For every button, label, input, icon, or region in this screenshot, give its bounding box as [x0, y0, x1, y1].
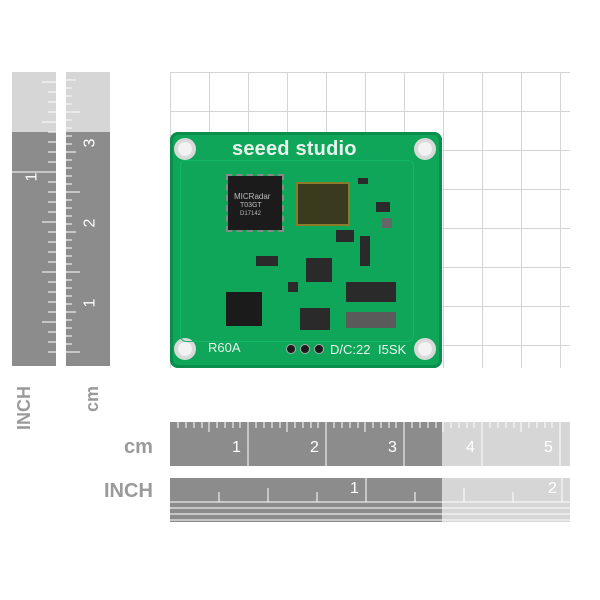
cm-tick-label: 1 [81, 298, 99, 308]
connector-pads [286, 344, 326, 354]
mounting-hole [414, 338, 436, 360]
smd-component [360, 236, 370, 266]
smd-component [288, 282, 298, 292]
radar-module-pcb: seeed studio MICRadar T03GT D17142 R60A … [170, 132, 442, 368]
smd-component [256, 256, 278, 266]
soic-chip [226, 292, 262, 326]
horizontal-cm-ruler: 1 2 3 4 5 [170, 422, 570, 466]
horizontal-inch-label: INCH [104, 480, 153, 502]
smd-component [300, 308, 330, 330]
inch-tick-label: 1 [350, 480, 359, 497]
chip-label-line: T03GT [240, 202, 262, 209]
cm-tick-label: 5 [544, 439, 553, 456]
vertical-inch-label: INCH [14, 386, 34, 430]
inch-tick-label: 2 [548, 480, 557, 497]
horizontal-inch-ruler: 1 2 [170, 478, 570, 522]
inch-tick-label: 1 [23, 172, 41, 182]
cm-tick-label: 4 [466, 439, 475, 456]
brand-logo-text: seeed studio [232, 138, 357, 160]
smd-component [346, 312, 396, 328]
smd-component [382, 218, 392, 228]
mounting-hole [414, 138, 436, 160]
cm-tick-label: 2 [81, 218, 99, 228]
serial-label: I5SK [378, 342, 407, 357]
chip-label-line: MICRadar [234, 192, 271, 201]
chip-label-line: D17142 [240, 211, 262, 217]
pcb-trace-outline [180, 160, 414, 342]
smd-component [358, 178, 368, 184]
vertical-cm-label: cm [82, 385, 102, 412]
model-label: R60A [208, 340, 241, 355]
cm-tick-label: 3 [388, 439, 397, 456]
vertical-cm-ruler: 3 2 1 [66, 72, 110, 366]
cm-tick-label: 2 [310, 439, 319, 456]
date-code-label: D/C:22 [330, 342, 371, 357]
smd-component [376, 202, 390, 212]
smd-component [346, 282, 396, 302]
mounting-hole [174, 138, 196, 160]
cm-tick-label: 1 [232, 439, 241, 456]
cm-tick-label: 3 [81, 138, 99, 148]
radar-ic-chip: MICRadar T03GT D17142 [226, 174, 284, 232]
vertical-inch-ruler: 1 [12, 72, 56, 366]
smd-component [306, 258, 332, 282]
antenna-chip [296, 182, 350, 226]
smd-component [336, 230, 354, 242]
horizontal-cm-label: cm [124, 436, 153, 458]
